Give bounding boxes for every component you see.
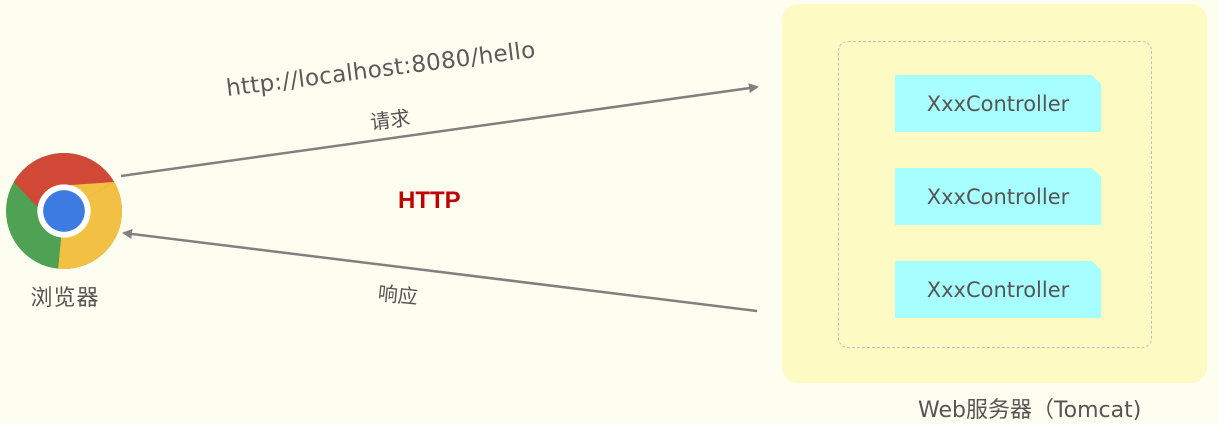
web-server-label: Web服务器（Tomcat): [918, 398, 1142, 423]
controller-box: XxxController: [895, 75, 1101, 132]
request-label: 请求: [368, 105, 412, 135]
request-arrow: [120, 83, 759, 178]
browser-label: 浏览器: [30, 286, 100, 311]
response-label: 响应: [376, 280, 419, 310]
controller-box: XxxController: [895, 261, 1101, 318]
controller-container: [838, 41, 1152, 348]
controller-label: XxxController: [926, 91, 1070, 116]
protocol-label: HTTP: [398, 187, 461, 214]
response-arrow: [122, 229, 758, 313]
controller-label: XxxController: [926, 184, 1070, 209]
controller-box: XxxController: [895, 168, 1101, 225]
controller-label: XxxController: [926, 277, 1070, 302]
chrome-icon: [6, 153, 122, 269]
